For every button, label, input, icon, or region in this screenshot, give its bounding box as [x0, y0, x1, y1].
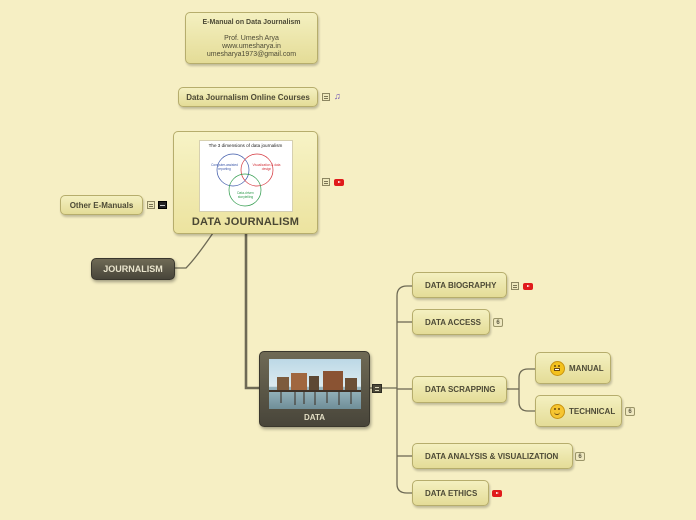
data-biography-label: DATA BIOGRAPHY — [425, 280, 497, 290]
other-manuals-label: Other E-Manuals — [69, 200, 134, 210]
manual-title: E-Manual on Data Journalism — [202, 19, 301, 26]
courses-node[interactable]: Data Journalism Online Courses — [178, 87, 318, 107]
header-node[interactable]: E-Manual on Data Journalism Prof. Umesh … — [185, 12, 318, 64]
data-biography-node[interactable]: DATA BIOGRAPHY — [412, 272, 507, 298]
other-manuals-node[interactable]: Other E-Manuals — [60, 195, 143, 215]
notes-icon[interactable] — [322, 178, 330, 186]
notes-icon[interactable] — [372, 384, 382, 393]
data-label: DATA — [303, 413, 326, 422]
central-node[interactable]: The 3 dimensions of data journalism Comp… — [173, 131, 318, 234]
central-label: DATA JOURNALISM — [191, 216, 300, 228]
pier-scene — [269, 371, 361, 405]
courses-label: Data Journalism Online Courses — [186, 92, 310, 102]
attachment-count-badge[interactable]: 6 — [625, 407, 635, 416]
grimacing-face-icon — [550, 360, 565, 376]
attachment-count-badge[interactable]: 6 — [493, 318, 503, 327]
data-node[interactable]: DATA — [259, 351, 370, 427]
journalism-label: JOURNALISM — [103, 264, 163, 274]
youtube-icon[interactable] — [334, 179, 344, 186]
connector-data — [244, 234, 259, 390]
attachment-count-badge[interactable]: 6 — [575, 452, 585, 461]
technical-node[interactable]: TECHNICAL — [535, 395, 622, 427]
data-analysis-label: DATA ANALYSIS & VISUALIZATION — [425, 451, 559, 461]
data-ethics-label: DATA ETHICS — [425, 488, 478, 498]
author-website: www.umesharya.in — [222, 43, 281, 50]
data-image — [269, 359, 361, 409]
connector-scrap-split — [518, 368, 535, 412]
journalism-node[interactable]: JOURNALISM — [91, 258, 175, 280]
data-ethics-node[interactable]: DATA ETHICS — [412, 480, 489, 506]
notes-icon[interactable] — [322, 93, 330, 101]
venn-label-computer: Computer-assisted reporting — [211, 163, 238, 171]
manual-label: MANUAL — [569, 363, 604, 373]
youtube-icon[interactable] — [492, 490, 502, 497]
notes-icon[interactable] — [511, 282, 519, 290]
venn-circles — [216, 153, 273, 207]
author-email: umesharya1973@gmail.com — [206, 51, 297, 58]
venn-title: The 3 dimensions of data journalism — [208, 143, 283, 148]
data-scrapping-node[interactable]: DATA SCRAPPING — [412, 376, 507, 403]
data-analysis-node[interactable]: DATA ANALYSIS & VISUALIZATION — [412, 443, 573, 469]
notes-icon[interactable] — [147, 201, 155, 209]
data-access-node[interactable]: DATA ACCESS — [412, 309, 490, 335]
data-scrapping-label: DATA SCRAPPING — [425, 385, 496, 394]
venn-label-visualization: Visualization & data design — [252, 163, 281, 171]
venn-label-storytelling: Data-driven storytelling — [237, 191, 254, 199]
data-access-label: DATA ACCESS — [425, 317, 481, 327]
technical-label: TECHNICAL — [569, 406, 616, 416]
connector-branch-spine — [396, 285, 412, 494]
smiling-face-icon — [550, 403, 565, 419]
author-name: Prof. Umesh Arya — [224, 35, 279, 42]
connector-journalism — [175, 232, 214, 269]
youtube-icon[interactable] — [523, 283, 533, 290]
link-icon[interactable] — [158, 201, 167, 209]
venn-diagram-image: The 3 dimensions of data journalism Comp… — [198, 140, 293, 212]
music-icon[interactable]: ♫ — [334, 91, 341, 101]
manual-node[interactable]: MANUAL — [535, 352, 611, 384]
